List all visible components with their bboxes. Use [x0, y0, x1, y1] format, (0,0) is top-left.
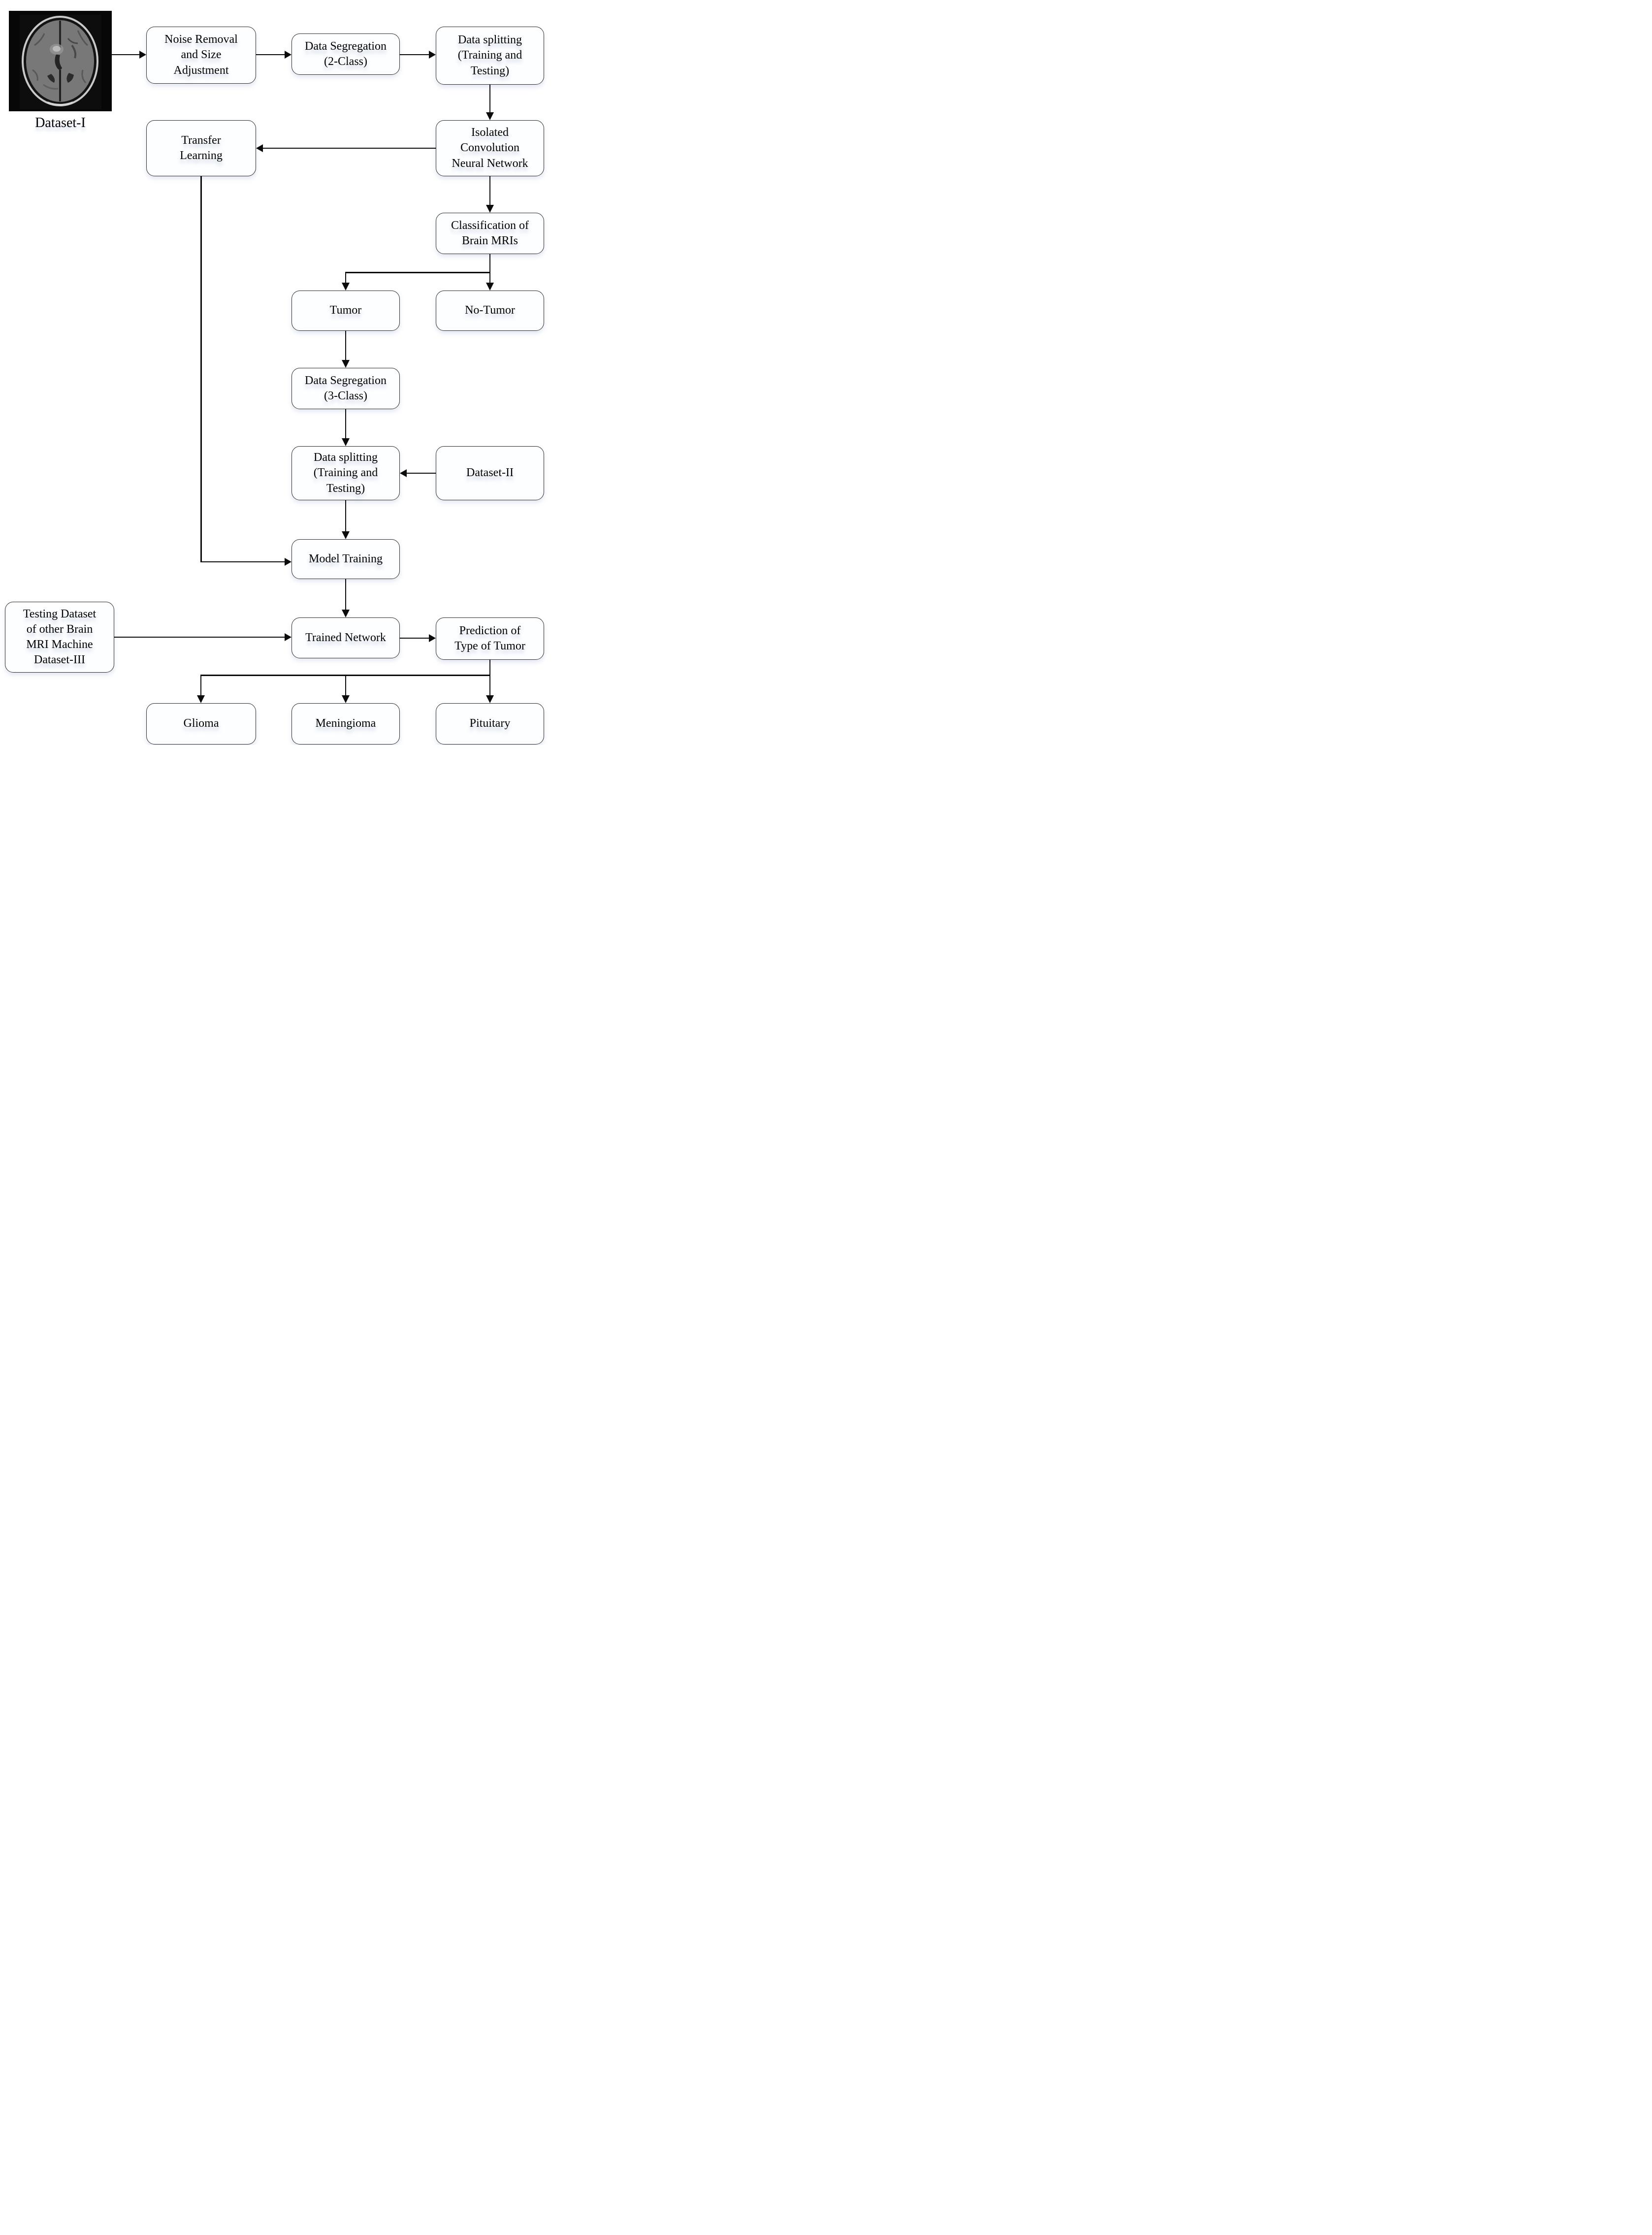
- edge-prediction-glioma-line: [200, 676, 201, 696]
- node-testing-dataset: Testing Dataset of other Brain MRI Machi…: [5, 602, 114, 673]
- edge-testing-trained-line: [114, 637, 285, 638]
- node-isolated-cnn: Isolated Convolution Neural Network: [436, 120, 544, 176]
- node-trained-network: Trained Network: [292, 617, 400, 658]
- edge-prediction-glioma-arrowhead: [197, 695, 205, 703]
- edge-trained-prediction-line: [400, 638, 429, 639]
- edge-classification-tumor-line: [345, 273, 346, 283]
- edge-transfer-modeltraining-vline: [200, 176, 202, 562]
- node-transfer-learning: Transfer Learning: [146, 120, 256, 176]
- edge-prediction-meningioma-arrowhead: [342, 695, 350, 703]
- node-data-segregation-2class: Data Segregation (2-Class): [292, 33, 400, 75]
- edge-dataset1-noise-arrowhead: [139, 51, 146, 59]
- edge-tumor-seg3-arrowhead: [342, 360, 350, 368]
- edge-prediction-pituitary-arrowhead: [486, 695, 494, 703]
- dataset1-caption: Dataset-I: [35, 115, 86, 130]
- edge-split2-modeltraining-line: [345, 500, 346, 532]
- edge-classification-notumor-arrowhead: [486, 283, 494, 291]
- edge-transfer-modeltraining-hline: [200, 561, 285, 562]
- edge-classification-notumor-line: [489, 273, 490, 283]
- edge-split1-icnn-arrowhead: [486, 112, 494, 120]
- edge-seg3-split2-arrowhead: [342, 438, 350, 446]
- node-data-splitting-1: Data splitting (Training and Testing): [436, 27, 544, 85]
- node-data-segregation-3class: Data Segregation (3-Class): [292, 368, 400, 409]
- edge-dataset2-split2-arrowhead: [400, 469, 407, 477]
- edge-icnn-classification-line: [489, 176, 490, 205]
- edge-transfer-modeltraining-arrowhead: [285, 558, 292, 566]
- node-noise-removal: Noise Removal and Size Adjustment: [146, 27, 256, 84]
- edge-testing-trained-arrowhead: [285, 633, 292, 641]
- edge-dataset2-split2-line: [407, 473, 436, 474]
- edge-icnn-transfer-line: [263, 148, 436, 149]
- node-prediction: Prediction of Type of Tumor: [436, 617, 544, 660]
- edge-modeltraining-trained-line: [345, 579, 346, 610]
- node-pituitary: Pituitary: [436, 703, 544, 745]
- node-dataset-2: Dataset-II: [436, 446, 544, 500]
- edge-classification-branch-line: [345, 272, 490, 273]
- node-classification: Classification of Brain MRIs: [436, 213, 544, 254]
- node-data-splitting-2: Data splitting (Training and Testing): [292, 446, 400, 500]
- edge-noise-seg2-line: [256, 54, 285, 55]
- edge-split2-modeltraining-arrowhead: [342, 531, 350, 539]
- edge-classification-branch-stem: [489, 254, 490, 273]
- edge-seg2-split1-arrowhead: [429, 51, 436, 59]
- edge-icnn-transfer-arrowhead: [256, 144, 263, 152]
- edge-modeltraining-trained-arrowhead: [342, 610, 350, 617]
- flowchart-figure: Dataset-I Noise Removal and Size Adjustm…: [0, 0, 551, 745]
- node-tumor: Tumor: [292, 291, 400, 331]
- edge-tumor-seg3-line: [345, 331, 346, 360]
- edge-dataset1-noise-line: [112, 54, 139, 55]
- edge-icnn-classification-arrowhead: [486, 205, 494, 213]
- edge-prediction-branch-stem: [489, 660, 490, 676]
- edge-trained-prediction-arrowhead: [429, 634, 436, 642]
- edge-prediction-branch-line: [200, 675, 490, 676]
- edge-prediction-pituitary-line: [489, 676, 490, 696]
- edge-split1-icnn-line: [489, 85, 490, 113]
- node-glioma: Glioma: [146, 703, 256, 745]
- edge-seg2-split1-line: [400, 54, 429, 55]
- edge-classification-tumor-arrowhead: [342, 283, 350, 291]
- edge-noise-seg2-arrowhead: [285, 51, 292, 59]
- node-model-training: Model Training: [292, 539, 400, 579]
- node-no-tumor: No-Tumor: [436, 291, 544, 331]
- node-meningioma: Meningioma: [292, 703, 400, 745]
- edge-seg3-split2-line: [345, 409, 346, 439]
- brain-mri-image: [9, 11, 112, 111]
- edge-prediction-meningioma-line: [345, 676, 346, 696]
